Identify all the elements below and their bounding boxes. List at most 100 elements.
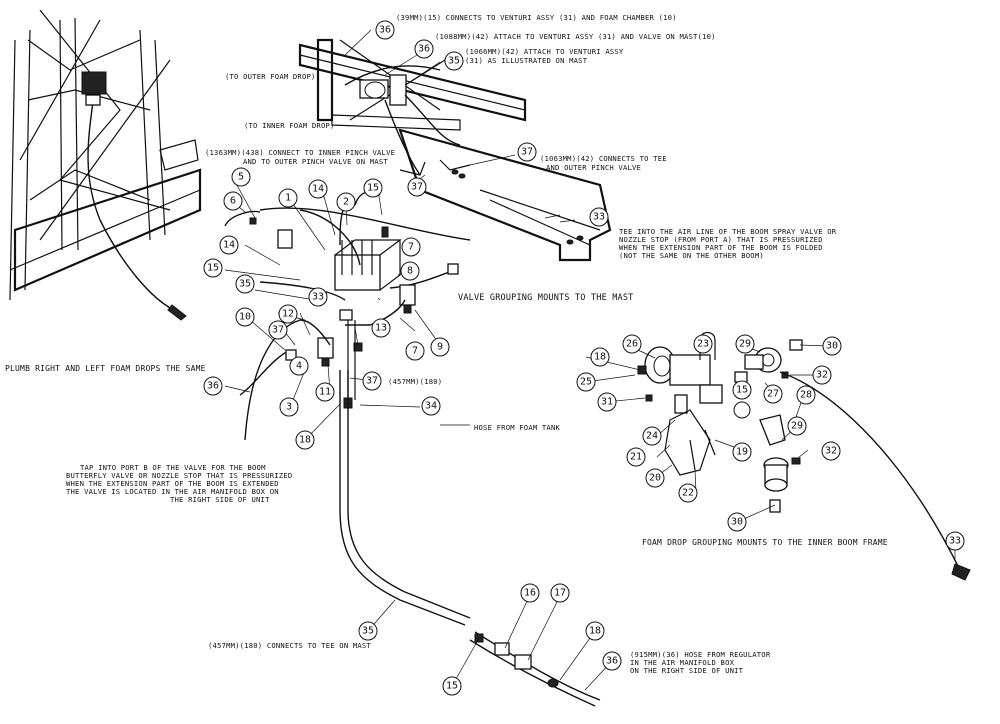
callout-33b: 33 [308, 287, 328, 307]
callout-36b: 36 [414, 39, 434, 59]
note-tap-4: THE VALVE IS LOCATED IN THE AIR MANIFOLD… [66, 487, 279, 496]
svg-text:33: 33 [949, 536, 961, 547]
svg-text:23: 23 [697, 339, 709, 350]
svg-text:19: 19 [736, 447, 748, 458]
svg-text:1: 1 [285, 193, 291, 204]
svg-text:30: 30 [826, 341, 838, 352]
note-tee-4: (NOT THE SAME ON THE OTHER BOOM) [619, 251, 764, 260]
callout-25: 25 [576, 372, 596, 392]
svg-text:37: 37 [272, 325, 284, 336]
callout-7b: 7 [405, 341, 425, 361]
svg-text:37: 37 [521, 147, 533, 158]
callout-18a: 18 [295, 430, 315, 450]
callout-36a: 36 [375, 20, 395, 40]
svg-text:36: 36 [379, 25, 391, 36]
svg-text:18: 18 [299, 435, 311, 446]
note-hose-foam-tank: HOSE FROM FOAM TANK [474, 423, 560, 432]
note-tee-3: WHEN THE EXTENSION PART OF THE BOOM IS F… [619, 243, 823, 252]
callout-15d: 15 [732, 380, 752, 400]
callout-32a: 32 [812, 365, 832, 385]
foam-drop-grouping [637, 331, 971, 581]
svg-text:15: 15 [207, 263, 219, 274]
callout-21: 21 [626, 447, 646, 467]
callout-12: 12 [278, 304, 298, 324]
callout-20: 20 [645, 468, 665, 488]
svg-text:22: 22 [682, 488, 694, 499]
svg-text:35: 35 [362, 626, 374, 637]
note-37-right-2: AND OUTER PINCH VALVE [546, 163, 641, 172]
svg-text:26: 26 [626, 339, 638, 350]
svg-text:3: 3 [286, 402, 292, 413]
note-tap-5: THE RIGHT SIDE OF UNIT [170, 495, 270, 504]
svg-text:36: 36 [606, 656, 618, 667]
note-36-mid: (1088MM)(42) ATTACH TO VENTURI ASSY (31)… [435, 32, 716, 41]
callout-16: 16 [520, 583, 540, 603]
note-37-right-1: (1063MM)(42) CONNECTS TO TEE [540, 154, 667, 163]
svg-text:34: 34 [425, 401, 437, 412]
callout-35a: 35 [444, 51, 464, 71]
callout-19: 19 [732, 442, 752, 462]
svg-text:33: 33 [593, 212, 605, 223]
mast-frame-inset [9, 9, 202, 321]
callout-31: 31 [597, 392, 617, 412]
svg-text:36: 36 [207, 381, 219, 392]
svg-text:15: 15 [736, 385, 748, 396]
callout-29b: 29 [787, 416, 807, 436]
svg-text:7: 7 [412, 346, 418, 357]
svg-text:28: 28 [800, 390, 812, 401]
note-outer-foam-drop: (TO OUTER FOAM DROP) [225, 72, 316, 81]
callout-27: 27 [763, 384, 783, 404]
svg-text:5: 5 [238, 172, 244, 183]
svg-text:27: 27 [767, 389, 779, 400]
svg-text:31: 31 [601, 397, 613, 408]
callout-36c: 36 [203, 376, 223, 396]
callout-23: 23 [693, 334, 713, 354]
callout-9: 9 [430, 337, 450, 357]
note-foam-drop-grouping: FOAM DROP GROUPING MOUNTS TO THE INNER B… [642, 538, 888, 547]
valve-grouping [224, 191, 601, 707]
svg-text:16: 16 [524, 588, 536, 599]
svg-text:9: 9 [437, 342, 443, 353]
callout-22: 22 [678, 483, 698, 503]
svg-text:18: 18 [589, 626, 601, 637]
svg-text:14: 14 [223, 240, 235, 251]
note-plumb: PLUMB RIGHT AND LEFT FOAM DROPS THE SAME [5, 364, 206, 373]
callout-6: 6 [223, 191, 243, 211]
callout-11: 11 [315, 382, 335, 402]
note-inner-foam-drop: (TO INNER FOAM DROP) [244, 121, 335, 130]
callout-24: 24 [642, 426, 662, 446]
callout-30b: 30 [727, 512, 747, 532]
note-tee-2: NOZZLE STOP (FROM PORT A) THAT IS PRESSU… [619, 235, 823, 244]
callout-18c: 18 [590, 347, 610, 367]
svg-text:33: 33 [312, 292, 324, 303]
callout-30a: 30 [822, 336, 842, 356]
callout-3: 3 [279, 397, 299, 417]
callout-5: 5 [231, 167, 251, 187]
note-35-bottom: (457MM)(180) CONNECTS TO TEE ON MAST [208, 641, 371, 650]
note-tee-1: TEE INTO THE AIR LINE OF THE BOOM SPRAY … [619, 227, 837, 236]
callout-1: 1 [278, 188, 298, 208]
callout-17: 17 [550, 583, 570, 603]
callout-14a: 14 [308, 179, 328, 199]
callout-37d: 37 [362, 371, 382, 391]
svg-text:18: 18 [594, 352, 606, 363]
svg-text:6: 6 [230, 196, 236, 207]
note-36-bottom-3: ON THE RIGHT SIDE OF UNIT [630, 666, 744, 675]
svg-text:32: 32 [816, 370, 828, 381]
note-tap-1: TAP INTO PORT B OF THE VALVE FOR THE BOO… [80, 463, 266, 472]
callout-37a: 37 [517, 142, 537, 162]
svg-text:17: 17 [554, 588, 566, 599]
svg-text:4: 4 [296, 361, 302, 372]
callout-32b: 32 [821, 441, 841, 461]
svg-text:36: 36 [418, 44, 430, 55]
callout-26: 26 [622, 334, 642, 354]
svg-text:10: 10 [239, 312, 251, 323]
note-valve-grouping: VALVE GROUPING MOUNTS TO THE MAST [458, 293, 633, 303]
callout-15c: 15 [442, 676, 462, 696]
callout-4: 4 [289, 356, 309, 376]
svg-text:24: 24 [646, 431, 658, 442]
callout-18b: 18 [585, 621, 605, 641]
svg-text:8: 8 [407, 266, 413, 277]
boom-assembly [298, 38, 612, 262]
